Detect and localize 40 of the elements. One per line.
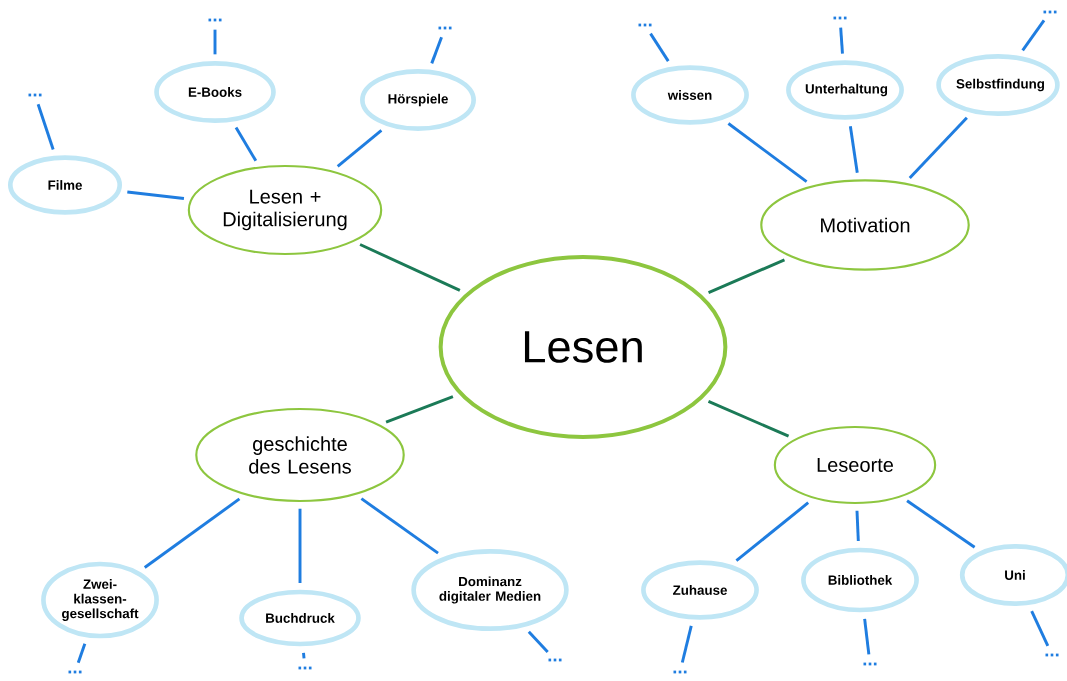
ellipsis-text: ... [548, 658, 562, 662]
connector-line [527, 630, 549, 654]
connector-line [855, 510, 860, 542]
connector-line [839, 27, 844, 54]
connector-line [430, 36, 443, 64]
connector-line [649, 32, 670, 62]
connector-line [76, 643, 87, 664]
connector-line [1030, 610, 1050, 647]
ellipsis-text: ... [208, 18, 222, 22]
connector-line [707, 400, 790, 438]
connector-line [727, 122, 808, 183]
ellipsis-text: ... [638, 23, 652, 27]
connector-line [848, 125, 859, 173]
connector-line [1021, 19, 1046, 52]
ellipsis-text: ... [673, 670, 687, 674]
ellipsis-text: ... [298, 666, 312, 670]
ellipsis-text: ... [1045, 653, 1059, 657]
connector-line [863, 618, 871, 655]
connector-line [908, 116, 968, 179]
connector-line [735, 501, 810, 562]
ellipsis-text: ... [833, 16, 847, 20]
connector-line [385, 395, 454, 424]
connector-line [360, 497, 439, 555]
ellipsis-text: ... [1043, 10, 1057, 14]
connector-line [359, 243, 461, 292]
connector-line [36, 103, 55, 150]
connector-line [298, 508, 302, 583]
connector-line [906, 499, 976, 549]
connector-line [234, 126, 258, 162]
ellipsis-text: ... [28, 93, 42, 97]
ellipsis-text: ... [68, 670, 82, 674]
ellipsis-text: ... [438, 26, 452, 30]
connector-line [708, 258, 786, 295]
ellipsis-text: ... [863, 662, 877, 666]
connector-line [336, 129, 383, 168]
connector-line [127, 190, 185, 200]
connector-line [680, 625, 693, 663]
connector-line [143, 497, 241, 569]
connector-line [302, 652, 306, 659]
connector-line [213, 29, 217, 55]
